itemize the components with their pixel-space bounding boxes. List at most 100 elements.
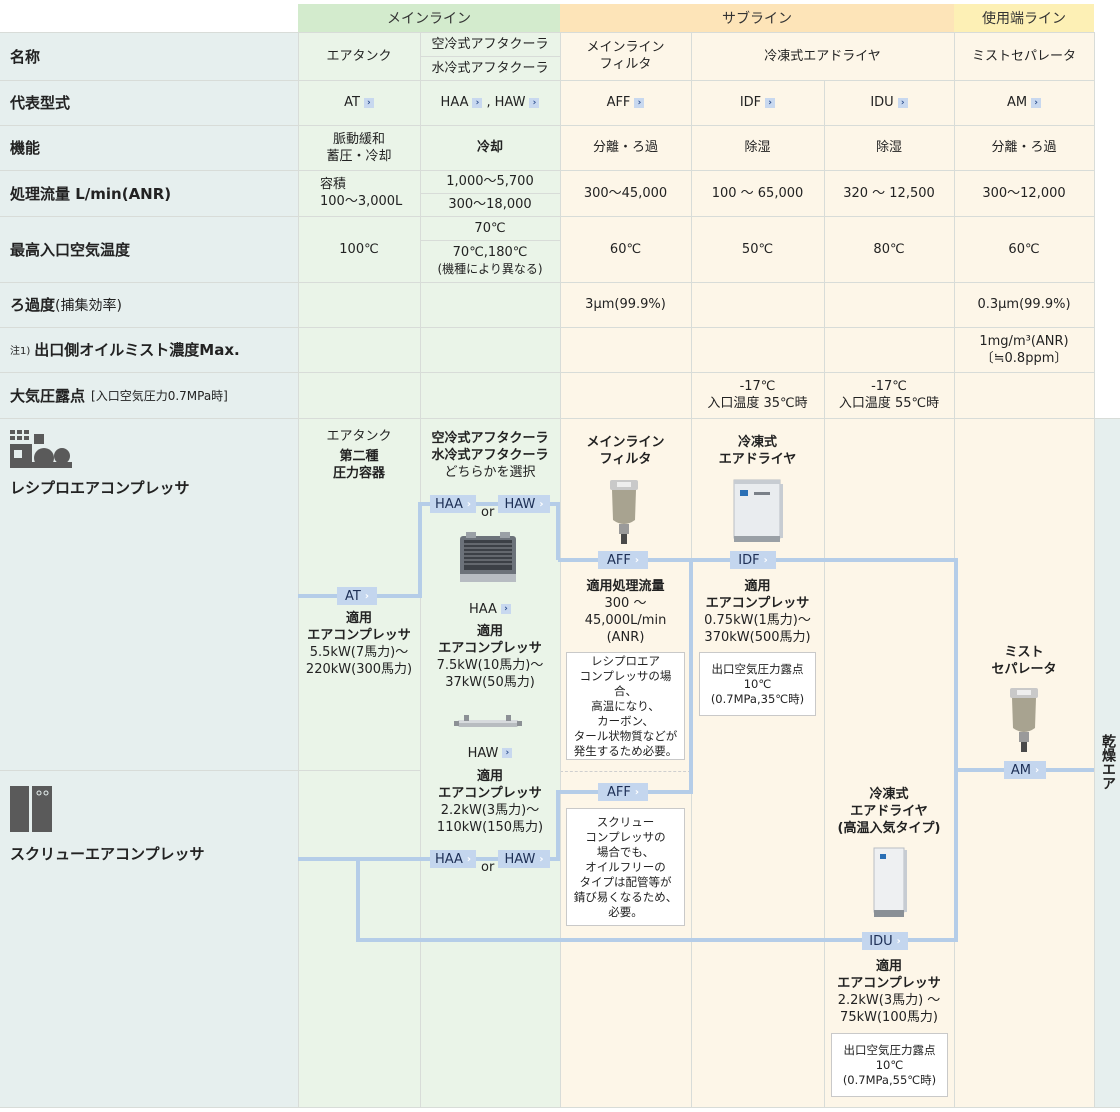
cell-function-mist: 分離・ろ過: [991, 140, 1057, 155]
high-temp-dryer-image: [873, 847, 907, 917]
link-am[interactable]: AM›: [1007, 94, 1042, 111]
chevron-right-icon: ›: [634, 97, 645, 108]
row-label-dew-point: 大気圧露点[入口空気圧力0.7MPa時]: [10, 386, 228, 405]
row-label-function: 機能: [10, 139, 41, 157]
tank-title-block: エアタンク 第二種 圧力容器: [326, 429, 392, 481]
pill-haa-recip[interactable]: HAA›: [430, 495, 476, 513]
pill-idu[interactable]: IDU›: [862, 932, 908, 950]
chevron-right-icon: ›: [897, 97, 908, 108]
aff-note-screw: スクリュー コンプレッサの 場合でも、 オイルフリーの タイプは配管等が 錆び易…: [566, 808, 685, 926]
cell-temp-mist: 60℃: [1008, 241, 1040, 257]
chevron-right-icon: ›: [364, 590, 369, 602]
right-area-blank: [1094, 0, 1120, 418]
cell-temp-aftercooler-1: 70℃: [474, 220, 506, 236]
screw-compressor-icon: [10, 786, 52, 832]
main-line-bg: [298, 32, 560, 1108]
tank-application: 適用 エアコンプレッサ 5.5kW(7馬力)〜 220kW(300馬力): [305, 611, 413, 677]
chevron-right-icon: ›: [1031, 97, 1042, 108]
aftercooler-title-block: 空冷式アフタクーラ 水冷式アフタクーラ どちらかを選択: [431, 431, 549, 480]
mist-separator-image: [1010, 688, 1038, 752]
link-idu[interactable]: IDU›: [870, 94, 908, 111]
cell-flow-mist: 300〜12,000: [982, 185, 1066, 201]
chevron-right-icon: ›: [1034, 764, 1040, 776]
idu-title-block: 冷凍式 エアドライヤ (高温入気タイプ): [837, 787, 941, 836]
cell-function-idu: 除湿: [875, 140, 902, 155]
row-label-filtration: ろ過度(捕集効率): [10, 296, 122, 314]
chevron-right-icon: ›: [765, 97, 776, 108]
haw-application: 適用 エアコンプレッサ 2.2kW(3馬力)〜 110kW(150馬力): [436, 769, 544, 835]
label-top-blank: [0, 0, 298, 32]
chevron-right-icon: ›: [634, 554, 639, 566]
cell-function-tank: 脈動緩和蓄圧・冷却: [326, 131, 392, 164]
pill-idf[interactable]: IDF›: [730, 551, 776, 569]
pill-aff-recip[interactable]: AFF›: [598, 551, 648, 569]
pill-am[interactable]: AM›: [1004, 761, 1046, 779]
header-end-line: 使用端ライン: [954, 4, 1094, 32]
end-line-bg: [954, 32, 1094, 1108]
or-label-screw: or: [481, 860, 495, 875]
cell-flow-idf: 100 〜 65,000: [711, 185, 804, 201]
cell-model-tank: AT›: [298, 80, 420, 125]
row-label-oil-mist: 注1)出口側オイルミスト濃度Max.: [10, 341, 240, 359]
row-label-temp: 最高入口空気温度: [10, 240, 131, 259]
cell-temp-idf: 50℃: [741, 241, 774, 257]
pill-aff-screw[interactable]: AFF›: [598, 783, 648, 801]
row-label-name: 名称: [10, 47, 41, 66]
sub-line-bg: [560, 32, 954, 1108]
chevron-right-icon: ›: [500, 604, 511, 614]
air-aftercooler-image: [460, 532, 516, 582]
chevron-right-icon: ›: [363, 97, 374, 108]
cell-name-filter: メインラインフィルタ: [586, 40, 665, 72]
cell-function-filter: 分離・ろ過: [592, 140, 658, 155]
cell-name-aftercooler-air: 空冷式アフタクーラ: [431, 36, 549, 52]
cell-name-mist: ミストセパレータ: [971, 48, 1076, 64]
water-aftercooler-image: [454, 715, 522, 727]
link-at[interactable]: AT›: [344, 94, 374, 111]
pill-haw-screw[interactable]: HAW›: [498, 850, 550, 868]
chevron-right-icon: ›: [466, 853, 472, 865]
reciprocating-compressor-icon: [10, 430, 72, 468]
link-haw[interactable]: HAW›: [495, 94, 540, 111]
cell-function-idf: 除湿: [744, 140, 771, 155]
pill-haw-recip[interactable]: HAW›: [498, 495, 550, 513]
idf-application: 適用 エアコンプレッサ 0.75kW(1馬力)〜 370kW(500馬力): [704, 579, 811, 645]
cell-name-aftercooler-water: 水冷式アフタクーラ: [431, 60, 549, 76]
chevron-right-icon: ›: [539, 498, 544, 510]
dry-air-label: 乾燥エア: [1100, 734, 1116, 790]
chevron-right-icon: ›: [472, 97, 483, 108]
cell-temp-idu: 80℃: [873, 241, 905, 257]
or-label-recip: or: [481, 505, 495, 520]
cell-model-idf: IDF›: [691, 80, 824, 125]
dry-air-bg: [1094, 418, 1120, 1108]
chevron-right-icon: ›: [539, 853, 544, 865]
chevron-right-icon: ›: [763, 554, 768, 566]
cell-temp-filter: 60℃: [609, 241, 642, 257]
idu-application: 適用 エアコンプレッサ 2.2kW(3馬力) 〜 75kW(100馬力): [837, 959, 941, 1025]
link-aff[interactable]: AFF›: [607, 94, 645, 111]
aff-title-block: メインライン フィルタ: [586, 435, 665, 467]
aff-application: 適用処理流量 300 〜 45,000L/min (ANR): [584, 579, 667, 645]
pill-at[interactable]: AT›: [337, 587, 377, 605]
link-haa[interactable]: HAA›: [441, 94, 483, 111]
chevron-right-icon: ›: [634, 786, 639, 798]
idu-note: 出口空気圧力露点 10℃ (0.7MPa,55℃時): [831, 1033, 948, 1097]
cell-flow-filter: 300〜45,000: [583, 185, 668, 201]
idf-note: 出口空気圧力露点 10℃ (0.7MPa,35℃時): [699, 652, 816, 716]
cell-function-aftercooler: 冷却: [476, 140, 503, 155]
header-main-line: メインライン: [298, 4, 560, 32]
header-sub-line: サブライン: [560, 4, 954, 32]
row-label-model: 代表型式: [10, 94, 71, 112]
cell-model-idu: IDU›: [824, 80, 954, 125]
label-column-bg: [0, 0, 298, 1108]
pill-haa-screw[interactable]: HAA›: [430, 850, 476, 868]
cell-model-aftercooler: HAA› , HAW›: [420, 80, 560, 125]
cell-temp-tank: 100℃: [339, 241, 379, 257]
cell-oil-mist: 1mg/m³(ANR)〔≒0.8ppm〕: [979, 333, 1069, 366]
link-idf[interactable]: IDF›: [740, 94, 776, 111]
cell-name-tank: エアタンク: [326, 48, 392, 64]
cell-model-mist: AM›: [954, 80, 1094, 125]
cell-name-dryer: 冷凍式エアドライヤ: [764, 48, 881, 64]
haa-application: 適用 エアコンプレッサ 7.5kW(10馬力)〜 37kW(50馬力): [436, 624, 544, 690]
